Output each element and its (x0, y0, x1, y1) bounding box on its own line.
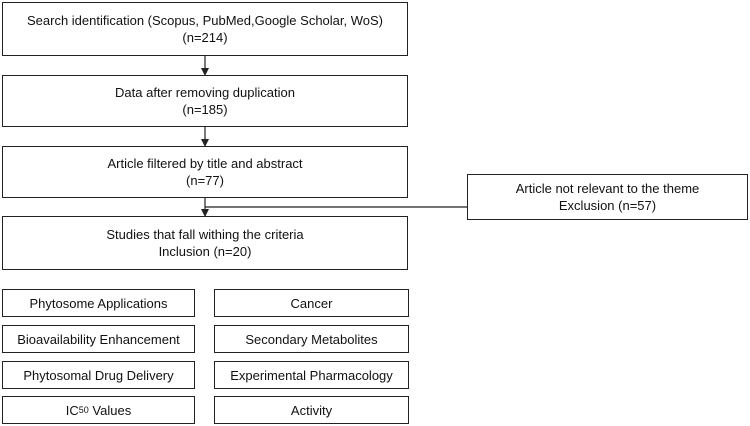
ic50-subscript: 50 (78, 405, 89, 415)
search-identification-count: (n=214) (182, 30, 228, 45)
inclusion-box: Studies that fall withing the criteria I… (2, 216, 408, 270)
ic50-suffix: Values (88, 402, 132, 418)
search-identification-label: Search identification (Scopus, PubMed,Go… (26, 13, 383, 28)
deduplication-count: (n=185) (182, 102, 228, 117)
keyword-secondary-metabolites: Secondary Metabolites (214, 325, 409, 353)
filtered-label: Article filtered by title and abstract (107, 156, 303, 171)
keyword-experimental-pharmacology: Experimental Pharmacology (214, 361, 409, 389)
exclusion-label: Article not relevant to the theme (515, 181, 700, 196)
filtered-count: (n=77) (186, 173, 224, 188)
keyword-activity: Activity (214, 396, 409, 424)
deduplication-box: Data after removing duplication (n=185) (2, 75, 408, 127)
inclusion-label: Studies that fall withing the criteria (106, 227, 304, 242)
ic50-prefix: IC (65, 402, 79, 418)
inclusion-count: Inclusion (n=20) (158, 244, 252, 259)
filtered-box: Article filtered by title and abstract (… (2, 146, 408, 198)
search-identification-box: Search identification (Scopus, PubMed,Go… (2, 2, 408, 56)
deduplication-label: Data after removing duplication (115, 85, 295, 100)
keyword-phytosome-applications: Phytosome Applications (2, 289, 195, 317)
keyword-bioavailability-enhancement: Bioavailability Enhancement (2, 325, 195, 353)
exclusion-box: Article not relevant to the theme Exclus… (467, 174, 748, 220)
keyword-phytosomal-drug-delivery: Phytosomal Drug Delivery (2, 361, 195, 389)
exclusion-count: Exclusion (n=57) (558, 198, 657, 213)
keyword-cancer: Cancer (214, 289, 409, 317)
